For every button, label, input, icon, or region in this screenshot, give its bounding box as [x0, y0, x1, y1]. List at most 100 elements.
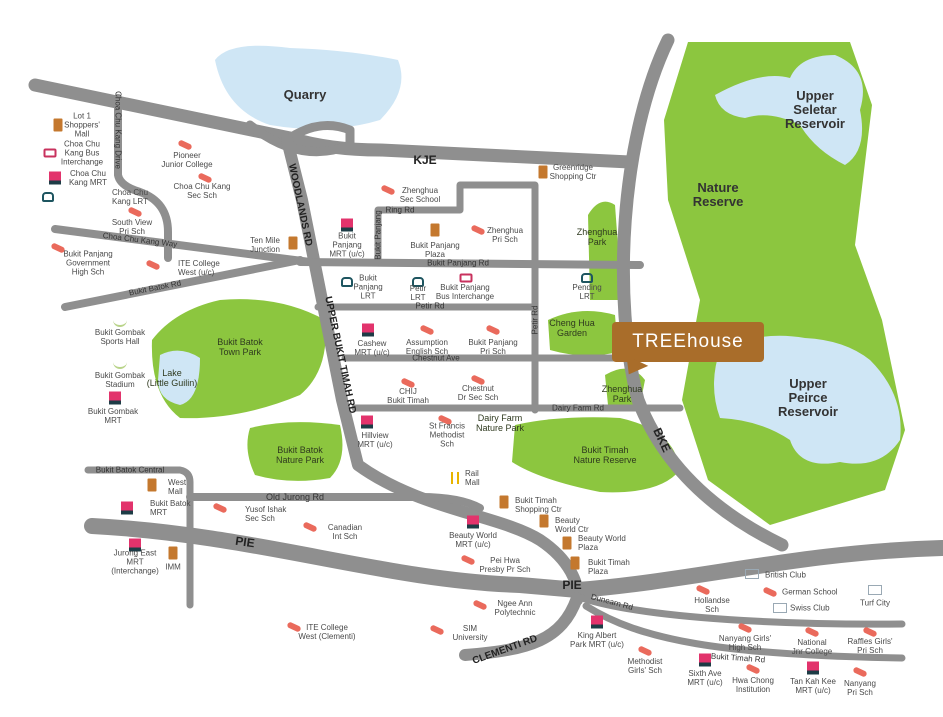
mall-icon	[538, 165, 548, 179]
place-label[interactable]: Nanyang Girls' High Sch	[718, 634, 772, 652]
place-label[interactable]: Zhenghua Pri Sch	[486, 226, 524, 244]
mall-icon	[288, 236, 298, 250]
place-label[interactable]: Pending LRT	[572, 283, 602, 301]
place-label[interactable]: Yusof Ishak Sec Sch	[245, 505, 287, 523]
place-label[interactable]: Beauty World Plaza	[578, 534, 626, 552]
place-label[interactable]: Bukit Timah Plaza	[588, 558, 630, 576]
place-label[interactable]: West Mall	[168, 478, 187, 496]
place-label[interactable]: British Club	[765, 570, 806, 580]
place-label[interactable]: Beauty World MRT (u/c)	[449, 531, 497, 549]
mrt-icon	[361, 415, 373, 429]
place-label[interactable]: ITE College West (u/c)	[178, 259, 220, 277]
place-label[interactable]: Jurong East MRT (Interchange)	[111, 548, 159, 576]
sport-icon	[113, 313, 127, 327]
mall-icon	[499, 495, 509, 509]
mrt-icon	[362, 323, 374, 337]
place-label[interactable]: Nanyang Pri Sch	[843, 679, 877, 697]
road-label: Chestnut Ave	[412, 353, 460, 363]
lrt-icon	[412, 277, 424, 287]
place-label[interactable]: Choa Chu Kang Bus Interchange	[60, 139, 104, 167]
place-label[interactable]: Cashew MRT (u/c)	[354, 339, 390, 357]
place-label[interactable]: Bukit Batok MRT	[150, 499, 191, 517]
place-label[interactable]: Turf City	[860, 598, 890, 608]
treehouse-logo[interactable]: TREEhouse	[612, 322, 764, 362]
place-label[interactable]: Assumption English Sch	[405, 338, 449, 356]
place-label[interactable]: Zhenghua Sec School	[399, 186, 441, 204]
upper-seletar-reservoir-label: Upper Seletar Reservoir	[785, 88, 845, 131]
place-label[interactable]: Hollandse Sch	[694, 596, 730, 614]
club-icon	[773, 603, 787, 613]
place-label[interactable]: Bukit Timah Shopping Ctr	[515, 496, 562, 514]
place-label[interactable]: Choa Chu Kang LRT	[112, 188, 149, 206]
place-label[interactable]: Hillview MRT (u/c)	[357, 431, 393, 449]
place-label[interactable]: Raffles Girls' Pri Sch	[847, 637, 893, 655]
place-label[interactable]: St Francis Methodist Sch	[428, 421, 466, 449]
place-label[interactable]: Bukit Batok Nature Park	[275, 445, 325, 465]
place-label[interactable]: Zhenghua Park	[576, 227, 618, 247]
ring-road	[374, 181, 539, 414]
road-label: Petir Rd	[530, 305, 540, 335]
place-label[interactable]: Hwa Chong Institution	[732, 676, 774, 694]
place-label[interactable]: Choa Chu Kang Sec Sch	[173, 182, 231, 200]
mrt-icon	[49, 171, 61, 185]
place-label[interactable]: Chestnut Dr Sec Sch	[457, 384, 499, 402]
place-label[interactable]: Bukit Panjang MRT (u/c)	[329, 231, 365, 259]
place-label[interactable]: National Jnr College	[791, 638, 833, 656]
quarry-label: Quarry	[283, 87, 327, 102]
place-label[interactable]: Greenridge Shopping Ctr	[549, 163, 597, 181]
place-label[interactable]: Beauty World Ctr	[555, 516, 589, 534]
place-label[interactable]: SIM University	[452, 624, 488, 642]
bukit-batok-nature-park-area	[247, 422, 343, 481]
mall-icon	[147, 478, 157, 492]
place-label[interactable]: Dairy Farm Nature Park	[475, 413, 525, 433]
place-label[interactable]: Lake (Little Guilin)	[146, 368, 198, 388]
place-label[interactable]: Bukit Panjang Plaza	[410, 241, 460, 259]
place-label[interactable]: Methodist Girls' Sch	[627, 657, 663, 675]
road-label: Bukit Panjang Rd	[427, 258, 489, 268]
place-label[interactable]: Petir LRT	[409, 284, 427, 302]
place-label[interactable]: Bukit Batok Town Park	[217, 337, 263, 357]
mrt-icon	[109, 391, 121, 405]
place-label[interactable]: Bukit Gombak MRT	[87, 407, 139, 425]
place-label[interactable]: Pei Hwa Presby Pr Sch	[479, 556, 531, 574]
place-label[interactable]: Bukit Panjang LRT	[353, 273, 383, 301]
woodlands-upper-bukit-timah-road	[281, 134, 584, 606]
place-label[interactable]: Lot 1 Shoppers' Mall	[64, 111, 100, 139]
road-label: Bukit Batok Central	[95, 465, 165, 475]
place-label[interactable]: King Albert Park MRT (u/c)	[570, 631, 624, 649]
lrt-icon	[341, 277, 353, 287]
place-label[interactable]: Pioneer Junior College	[161, 151, 213, 169]
place-label[interactable]: Cheng Hua Garden	[549, 318, 595, 338]
mrt-icon	[591, 615, 603, 629]
place-label[interactable]: Bukit Timah Nature Reserve	[573, 445, 637, 465]
road-label: Choa Chu Kang Drive	[113, 91, 123, 169]
place-label[interactable]: German School	[782, 587, 838, 597]
place-label[interactable]: Bukit Panjang Bus Interchange	[435, 283, 495, 301]
place-label[interactable]: South View Pri Sch	[111, 218, 153, 236]
food-icon	[451, 472, 459, 484]
road-label: Ring Rd	[385, 205, 415, 215]
place-label[interactable]: Bukit Gombak Sports Hall	[94, 328, 146, 346]
place-label[interactable]: Choa Chu Kang MRT	[68, 169, 108, 187]
club-icon	[745, 569, 759, 579]
place-label[interactable]: Bukit Panjang Pri Sch	[468, 338, 518, 356]
place-label[interactable]: Ten Mile Junction	[250, 236, 280, 254]
bukit-batok-road	[61, 256, 304, 311]
place-label[interactable]: Sixth Ave MRT (u/c)	[687, 669, 723, 687]
place-label[interactable]: Bukit Gombak Stadium	[94, 371, 146, 389]
place-label[interactable]: Bukit Panjang Government High Sch	[63, 249, 113, 277]
place-label[interactable]: IMM	[165, 562, 181, 572]
place-label[interactable]: Rail Mall	[465, 469, 480, 487]
place-label[interactable]: Ngee Ann Polytechnic	[494, 599, 536, 617]
place-label[interactable]: CHIJ Bukit Timah	[387, 387, 429, 405]
choa-chu-kang-drive	[114, 94, 172, 262]
mrt-icon	[129, 538, 141, 552]
quarry-water	[215, 45, 402, 129]
place-label[interactable]: Tan Kah Kee MRT (u/c)	[790, 677, 836, 695]
place-label[interactable]: Canadian Int Sch	[327, 523, 363, 541]
place-label[interactable]: Zhenghua Park	[601, 384, 643, 404]
cheng-hua-garden-area	[548, 311, 618, 356]
place-label[interactable]: Swiss Club	[790, 603, 830, 613]
place-label[interactable]: ITE College West (Clementi)	[298, 623, 356, 641]
